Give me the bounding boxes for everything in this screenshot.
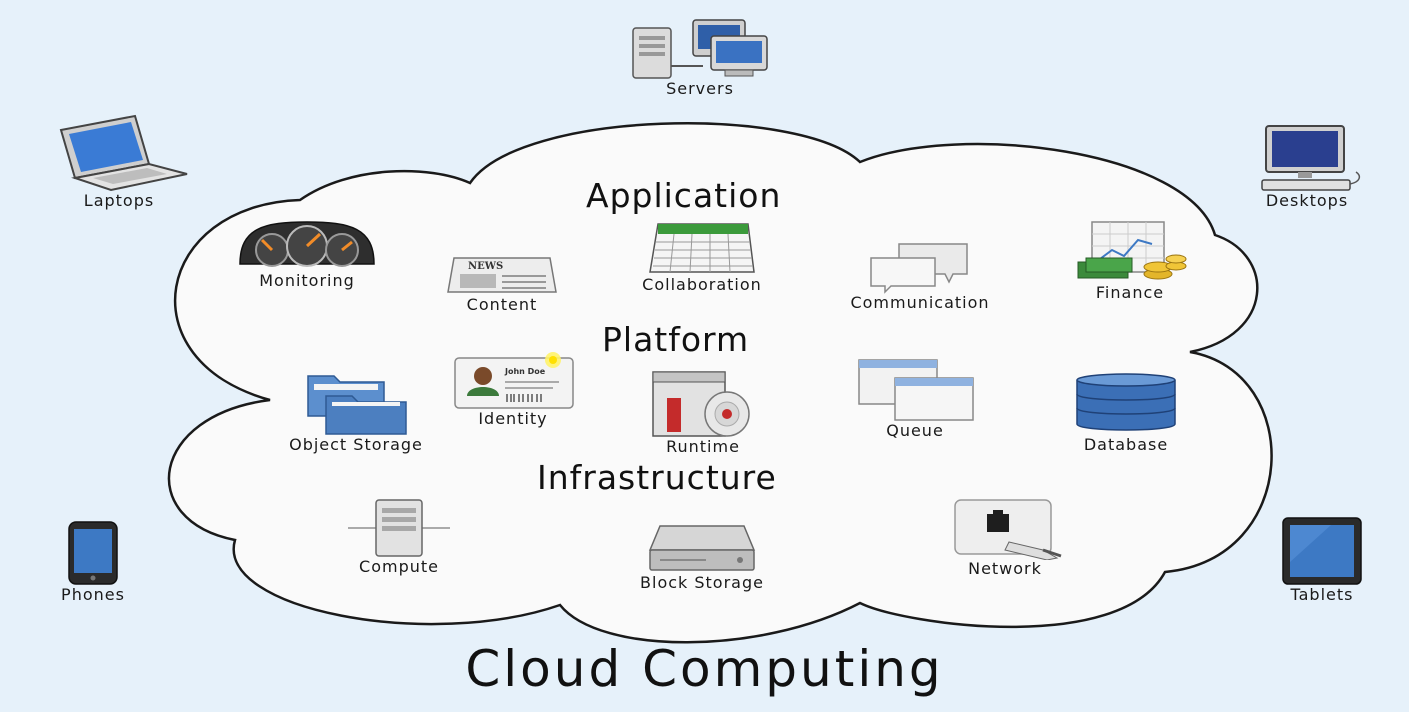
device-tablets: Tablets — [1272, 516, 1372, 604]
block-storage-label: Block Storage — [640, 573, 764, 592]
badge-name: John Doe — [504, 367, 546, 376]
server-tower-icon — [348, 499, 450, 557]
laptops-label: Laptops — [83, 191, 155, 210]
communication-label: Communication — [850, 293, 990, 312]
platform-queue: Queue — [852, 358, 978, 440]
database-cylinder-icon — [1076, 373, 1176, 431]
infra-block-storage: Block Storage — [614, 522, 790, 592]
platform-identity: John Doe Identity — [448, 350, 578, 428]
app-collaboration: Collaboration — [622, 220, 782, 294]
calendar-icon — [649, 223, 755, 273]
platform-database: Database — [1064, 372, 1188, 454]
servers-label: Servers — [666, 79, 734, 98]
finance-label: Finance — [1095, 283, 1165, 302]
stacked-windows-icon — [858, 359, 974, 421]
folders-icon — [307, 375, 407, 435]
tablet-icon — [1282, 517, 1362, 585]
laptop-icon — [59, 114, 188, 192]
newspaper-icon: NEWS — [447, 257, 557, 293]
tier-platform: Platform — [602, 320, 750, 359]
network-label: Network — [968, 559, 1042, 578]
app-monitoring: Monitoring — [234, 218, 380, 290]
device-phones: Phones — [38, 520, 148, 604]
collaboration-label: Collaboration — [642, 275, 762, 294]
dashboard-gauge-icon — [239, 221, 375, 267]
device-servers: Servers — [622, 16, 778, 98]
software-box-icon — [652, 371, 750, 437]
device-desktops: Desktops — [1244, 124, 1370, 210]
infra-network: Network — [946, 498, 1064, 578]
hard-drive-icon — [648, 525, 756, 571]
app-communication: Communication — [826, 240, 1014, 312]
platform-object-storage: Object Storage — [262, 370, 450, 454]
money-chart-icon — [1077, 221, 1187, 280]
tablets-label: Tablets — [1290, 585, 1354, 604]
content-label: Content — [466, 295, 538, 314]
database-label: Database — [1083, 435, 1169, 454]
diagram-title: Cloud Computing — [465, 640, 944, 698]
identity-label: Identity — [478, 409, 548, 428]
news-masthead: NEWS — [468, 261, 503, 272]
app-finance: Finance — [1070, 218, 1190, 302]
smartphone-icon — [68, 521, 118, 585]
desktop-monitor-icon — [1261, 125, 1361, 191]
device-laptops: Laptops — [44, 112, 194, 210]
chat-bubbles-icon — [870, 243, 968, 294]
tier-infrastructure: Infrastructure — [537, 458, 777, 497]
id-badge-icon: John Doe — [454, 352, 574, 409]
object-storage-label: Object Storage — [289, 435, 423, 454]
runtime-label: Runtime — [666, 437, 740, 456]
server-desktop-icon — [632, 19, 768, 79]
network-socket-icon — [954, 499, 1062, 560]
compute-label: Compute — [359, 557, 439, 576]
tier-application: Application — [586, 176, 782, 215]
queue-label: Queue — [886, 421, 944, 440]
infra-compute: Compute — [338, 498, 460, 576]
app-content: NEWS Content — [446, 254, 558, 314]
phones-label: Phones — [61, 585, 125, 604]
platform-runtime: Runtime — [638, 368, 768, 456]
desktops-label: Desktops — [1265, 191, 1349, 210]
monitoring-label: Monitoring — [259, 271, 355, 290]
